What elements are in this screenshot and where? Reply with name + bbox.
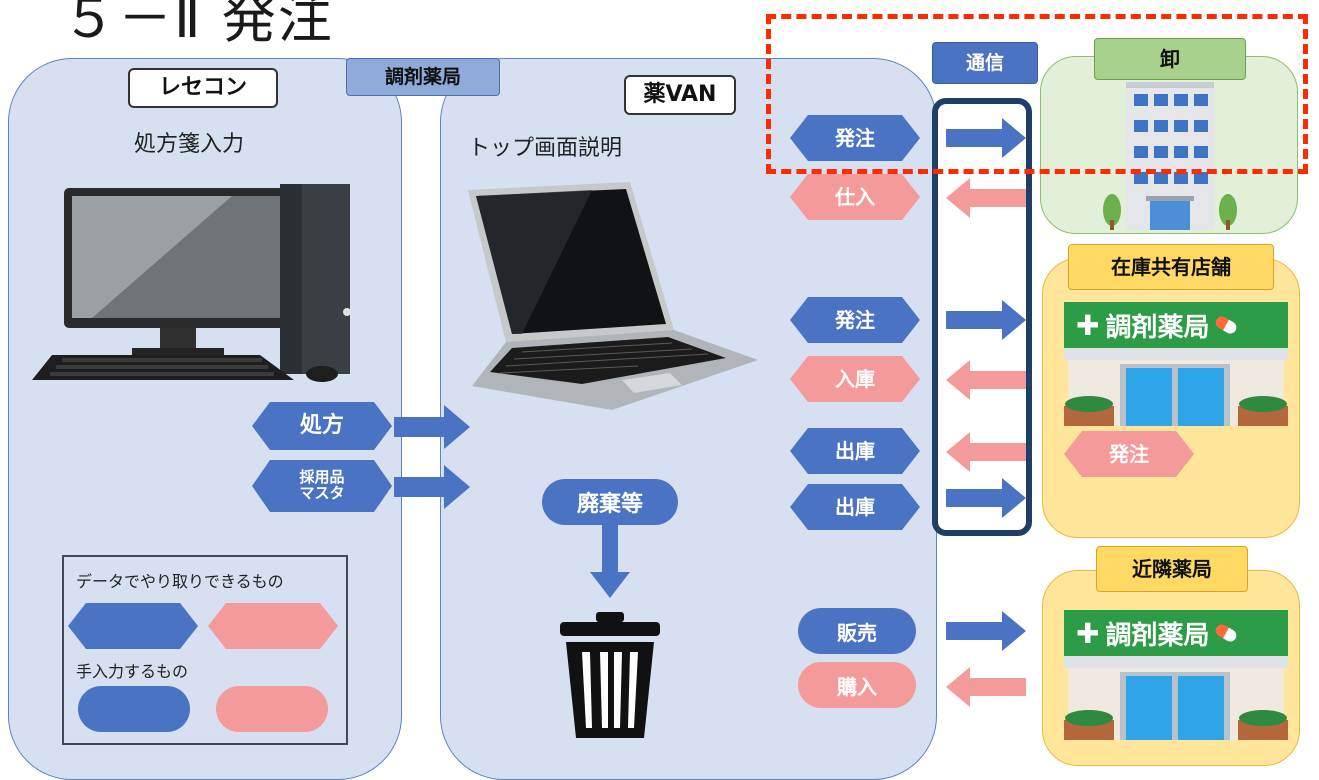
wholesaler-purchase-flow: 仕入 bbox=[790, 174, 920, 220]
legend-blue-pill bbox=[78, 686, 190, 732]
medical-cross-icon: ✚ bbox=[1076, 616, 1100, 650]
store-order-flow: 発注 bbox=[1064, 431, 1194, 477]
nearby-sale-arrow bbox=[946, 611, 1026, 651]
adopted-master-flow: 採用品 マスタ bbox=[252, 460, 392, 512]
shared-store-order-arrow bbox=[946, 300, 1026, 340]
wholesaler-order-arrow bbox=[946, 118, 1026, 158]
nearby-sale-pill: 販売 bbox=[798, 608, 916, 654]
desktop-computer-illustration bbox=[32, 184, 351, 382]
shared-store-issue-out-arrow bbox=[946, 478, 1026, 518]
legend-manual-input-text: 手入力するもの bbox=[76, 662, 189, 681]
adopted-master-line2: マスタ bbox=[299, 484, 345, 502]
legend-pink-hexagon bbox=[208, 603, 338, 649]
recekon-label: レセコン bbox=[128, 68, 278, 108]
shared-store-label: 在庫共有店舗 bbox=[1068, 244, 1274, 290]
disposal-pill: 廃棄等 bbox=[542, 479, 678, 525]
legend-data-exchange-text: データでやり取りできるもの bbox=[76, 572, 284, 591]
adopted-master-line1: 採用品 bbox=[299, 468, 345, 487]
shared-store-sign-text: 調剤薬局 bbox=[1105, 312, 1210, 343]
nearby-pharmacy-label: 近隣薬局 bbox=[1096, 546, 1248, 592]
communication-frame bbox=[932, 98, 1032, 536]
shared-store-receipt-flow: 入庫 bbox=[790, 356, 920, 402]
nearby-buy-pill: 購入 bbox=[798, 662, 916, 708]
pharmacy-tag: 調剤薬局 bbox=[346, 58, 500, 96]
prescription-arrow bbox=[394, 405, 470, 449]
nearby-buy-arrow bbox=[946, 667, 1026, 707]
wholesaler-purchase-arrow bbox=[946, 178, 1026, 218]
legend-blue-hexagon bbox=[68, 603, 198, 649]
nearby-sign-text: 調剤薬局 bbox=[1105, 620, 1210, 651]
disposal-down-arrow bbox=[590, 524, 630, 598]
medical-cross-icon: ✚ bbox=[1076, 308, 1100, 342]
shared-store-issue-in-flow: 出庫 bbox=[790, 428, 920, 474]
shared-store-issue-out-flow: 出庫 bbox=[790, 484, 920, 530]
capsule-icon bbox=[1213, 622, 1240, 644]
communication-tag: 通信 bbox=[932, 42, 1038, 84]
page-title: ５－Ⅱ 発注 bbox=[62, 0, 334, 50]
legend-pink-pill bbox=[216, 686, 328, 732]
trash-bin-icon bbox=[560, 612, 660, 738]
shared-store-building-illustration bbox=[1064, 348, 1288, 426]
nearby-pharmacy-building-illustration bbox=[1064, 656, 1288, 740]
wholesaler-label: 卸 bbox=[1094, 38, 1246, 80]
laptop-illustration bbox=[468, 182, 758, 410]
nearby-pharmacy-sign: ✚ 調剤薬局 bbox=[1064, 610, 1288, 656]
office-building-illustration bbox=[1103, 82, 1237, 230]
shared-store-pharmacy-sign: ✚ 調剤薬局 bbox=[1064, 302, 1288, 348]
recekon-caption: 処方箋入力 bbox=[134, 132, 245, 157]
capsule-icon bbox=[1213, 314, 1240, 336]
shared-store-order-flow: 発注 bbox=[790, 297, 920, 343]
yakuvan-caption: トップ画面説明 bbox=[468, 136, 623, 161]
prescription-flow: 処方 bbox=[252, 402, 392, 450]
shared-store-issue-in-arrow bbox=[946, 432, 1026, 472]
adopted-master-arrow bbox=[394, 465, 470, 509]
shared-store-receipt-arrow bbox=[946, 360, 1026, 400]
order-highlight-frame bbox=[766, 14, 1308, 174]
yakuvan-label: 薬VAN bbox=[624, 75, 736, 115]
wholesaler-order-flow: 発注 bbox=[790, 115, 920, 161]
